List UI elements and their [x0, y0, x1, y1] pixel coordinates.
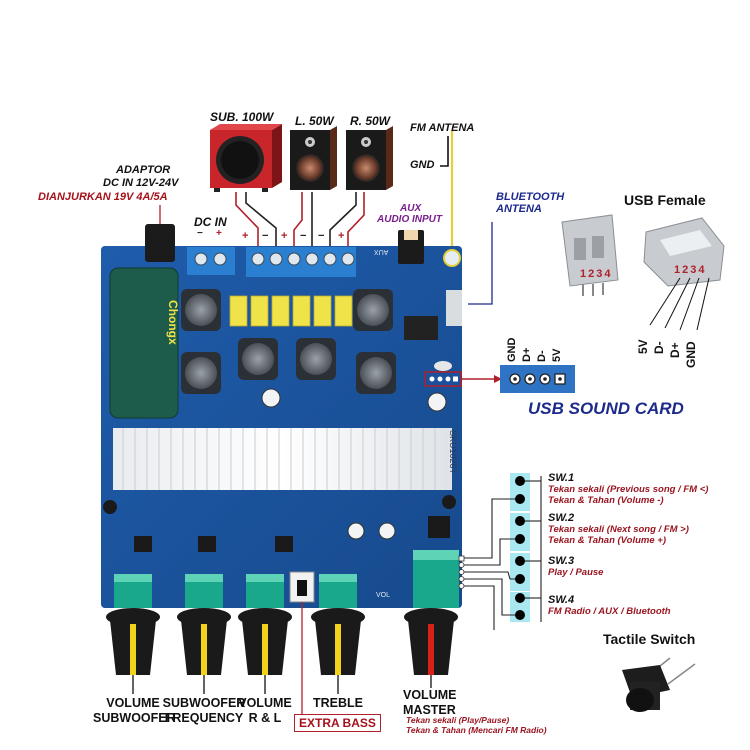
- usb-female-pin-wires: [649, 277, 710, 331]
- bt-chip: [404, 316, 438, 340]
- gnd-wire: [440, 136, 449, 167]
- usb-female-pin-numbers-front: 1234: [580, 268, 613, 280]
- bluetooth-antenna-line: [468, 222, 493, 305]
- knobs: [106, 608, 458, 675]
- master-notes: Tekan sekali (Play/Pause) Tekan & Tahan …: [406, 715, 547, 735]
- opamp-chip: [134, 536, 152, 552]
- usb-header-pins: [429, 376, 458, 382]
- small-capacitor: [261, 388, 281, 408]
- usb-female-pin-numbers-angled: 1234: [674, 264, 707, 276]
- sub-plus-mark: +: [242, 230, 249, 242]
- main-capacitor: [110, 268, 178, 418]
- adaptor-voltage-label: DC IN 12V-24V: [103, 177, 179, 189]
- aux-audio-input-label: AUDIO INPUT: [377, 214, 442, 225]
- film-capacitors: [229, 295, 353, 327]
- tactile-switch-label: Tactile Switch: [603, 631, 696, 647]
- tactile-switch-image: [622, 657, 696, 712]
- right-speaker-label: R. 50W: [350, 114, 391, 128]
- sub-speaker-label: SUB. 100W: [210, 110, 274, 124]
- subwoofer-speaker-image: [210, 124, 282, 192]
- sw2-description: SW.2 Tekan sekali (Next song / FM >) Tek…: [548, 512, 689, 546]
- aux-silk: AUX: [374, 248, 389, 255]
- sku-silk: SKU1026T: [448, 430, 458, 475]
- inductors: [181, 289, 396, 394]
- adaptor-label: ADAPTOR: [116, 164, 171, 176]
- aux-label: AUX: [400, 203, 422, 214]
- bluetooth-module: [446, 290, 462, 326]
- sw1-description: SW.1 Tekan sekali (Previous song / FM <)…: [548, 472, 709, 506]
- dc-minus-mark: −: [197, 228, 203, 239]
- regulator-chip: [428, 516, 450, 538]
- usb-female-title: USB Female: [624, 192, 706, 208]
- right-speaker-image: [346, 126, 393, 190]
- heatsink-fins: [122, 428, 436, 490]
- bluetooth-antenna-label: ANTENA: [496, 203, 542, 215]
- right-minus-mark: −: [318, 230, 325, 242]
- knob-label-treble: TREBLE: [313, 696, 363, 710]
- capacitor-brand: Chongx: [166, 300, 180, 345]
- amplifier-pcb: [101, 246, 462, 608]
- fm-antenna-label: FM ANTENA: [410, 122, 475, 134]
- switch-pad-dots: [515, 476, 525, 620]
- usb-female-connector-angled: [643, 217, 725, 287]
- arrow-icon: [494, 375, 502, 383]
- adaptor-recommend-label: DIANJURKAN 19V 4A/5A: [38, 191, 168, 203]
- opamp-chip: [275, 536, 293, 552]
- vol-silk: VOL: [376, 592, 391, 599]
- potentiometers: [114, 550, 459, 608]
- left-plus-mark: +: [281, 230, 288, 242]
- heatsink: [113, 428, 452, 490]
- dc-terminal-block: [187, 247, 235, 275]
- usb-female-connector-front: [561, 214, 619, 296]
- extra-bass-label: EXTRA BASS: [294, 714, 381, 732]
- gnd-label: GND: [410, 159, 435, 171]
- dc-in-label: DC IN: [194, 215, 227, 229]
- usb-sound-card-title: USB SOUND CARD: [528, 399, 684, 418]
- opamp-chip: [198, 536, 216, 552]
- terminal-screws: [194, 252, 355, 266]
- left-speaker-label: L. 50W: [295, 114, 334, 128]
- sw4-description: SW.4 FM Radio / AUX / Bluetooth: [548, 594, 671, 617]
- sw3-description: SW.3 Play / Pause: [548, 555, 604, 578]
- dc-plus-mark: +: [216, 228, 222, 239]
- left-speaker-image: [290, 126, 337, 190]
- switch-wires: [464, 476, 542, 630]
- speaker-terminal-block: [246, 247, 356, 277]
- small-capacitor: [427, 392, 447, 412]
- crystal: [434, 361, 452, 371]
- knob-leader-lines: [132, 675, 432, 694]
- right-plus-mark: +: [338, 230, 345, 242]
- dc-jack: [145, 224, 175, 262]
- bluetooth-label: BLUETOOTH: [496, 191, 565, 203]
- left-minus-mark: −: [300, 230, 307, 242]
- sub-minus-mark: −: [262, 230, 269, 242]
- fm-antenna-pad: [443, 249, 461, 267]
